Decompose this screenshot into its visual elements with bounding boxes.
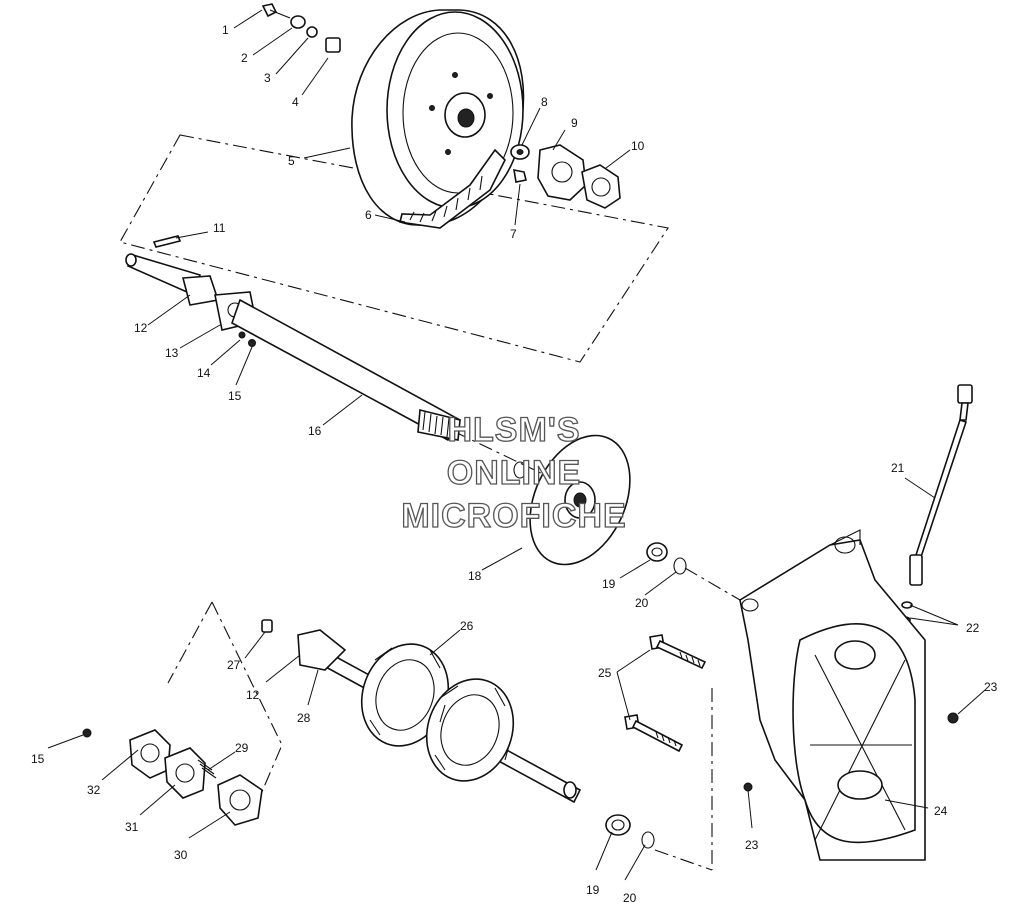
- callout-20-lower: 20: [623, 891, 637, 905]
- callout-31: 31: [125, 820, 139, 834]
- brake-disc: [513, 434, 631, 566]
- callout-19-upper: 19: [602, 577, 616, 591]
- bearing-flange: [510, 144, 621, 209]
- callout-16: 16: [308, 424, 322, 438]
- watermark-line-3: MICROFICHE: [401, 497, 626, 535]
- callout-14: 14: [197, 366, 211, 380]
- callout-2: 2: [241, 51, 248, 65]
- speedo-drive: [899, 384, 973, 624]
- callout-18: 18: [468, 569, 482, 583]
- callout-5: 5: [288, 154, 295, 168]
- callout-13: 13: [165, 346, 179, 360]
- callout-15-lower: 15: [31, 752, 45, 766]
- callout-4: 4: [292, 95, 299, 109]
- callout-23-right: 23: [984, 680, 998, 694]
- callout-7: 7: [510, 227, 517, 241]
- callout-12-lower: 12: [246, 688, 260, 702]
- callout-12-upper: 12: [134, 321, 148, 335]
- callout-19-lower: 19: [586, 883, 600, 897]
- callout-26: 26: [460, 619, 474, 633]
- callout-23-lower: 23: [745, 838, 759, 852]
- bolt-and-washers: [261, 3, 341, 53]
- callout-15-upper: 15: [228, 389, 242, 403]
- callout-9: 9: [571, 116, 578, 130]
- callout-27: 27: [227, 658, 241, 672]
- callout-10: 10: [631, 139, 645, 153]
- callout-1: 1: [222, 23, 229, 37]
- callout-28: 28: [297, 711, 311, 725]
- callout-3: 3: [264, 71, 271, 85]
- callout-11: 11: [213, 221, 226, 235]
- drive-shaft-sprockets: [261, 619, 582, 804]
- callout-29: 29: [235, 741, 249, 755]
- leader-lines: [47, 9, 986, 881]
- callout-25: 25: [598, 666, 612, 680]
- callout-labels: 1 2 3 4 5 6 7 8 9 10 11 12 13 14 15 16 1…: [31, 23, 998, 905]
- callout-24: 24: [934, 804, 948, 818]
- assembly-boundaries: [119, 134, 741, 871]
- watermark-line-2: ONLINE: [447, 454, 581, 492]
- callout-32: 32: [87, 783, 101, 797]
- driven-pulley: [351, 9, 525, 229]
- callout-30: 30: [174, 848, 188, 862]
- watermark: HLSM'S ONLINE MICROFICHE: [401, 410, 627, 535]
- jackshaft: [125, 235, 462, 442]
- callout-22: 22: [966, 621, 980, 635]
- callout-20-upper: 20: [635, 596, 649, 610]
- callout-6: 6: [365, 208, 372, 222]
- chaincase-housing: [624, 529, 959, 861]
- callout-21: 21: [891, 461, 905, 475]
- callout-8: 8: [541, 95, 548, 109]
- bearing-seals: [605, 542, 687, 849]
- watermark-line-1: HLSM'S: [447, 411, 580, 449]
